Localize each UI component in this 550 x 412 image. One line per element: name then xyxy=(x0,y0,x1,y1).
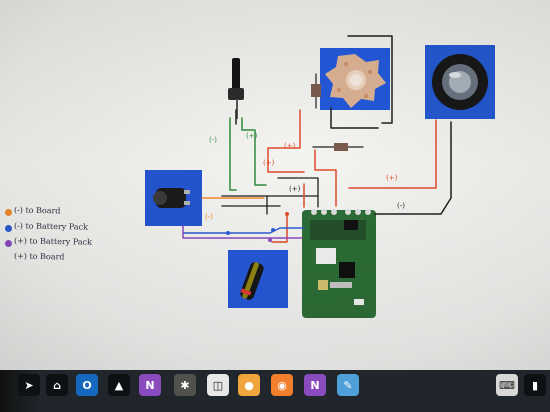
game-icon: ✱ xyxy=(180,378,190,392)
legend-item-2: (-) to Battery Pack xyxy=(13,221,88,232)
taskbar-home[interactable]: ⌂ xyxy=(46,374,68,396)
barrel-jack xyxy=(145,170,202,226)
label-orange-minus: (-) xyxy=(205,213,213,221)
paint-icon: ✎ xyxy=(343,378,353,392)
media-icon: ◫ xyxy=(212,378,224,392)
taskbar-disc[interactable]: ● xyxy=(238,374,260,396)
onenote-icon: N xyxy=(145,378,155,392)
label-red-plus-mid: (+) xyxy=(263,159,275,167)
outlook-icon: O xyxy=(82,378,92,392)
legend-item-3: (+) to Battery Pack xyxy=(13,236,92,247)
firefox-icon: ◉ xyxy=(277,378,287,392)
disc-icon: ● xyxy=(244,378,254,392)
label-plus-mid: (+) xyxy=(289,185,301,193)
led-star-board xyxy=(320,48,390,110)
label-green-plus: (+) xyxy=(246,132,258,140)
taskbar-keyboard[interactable]: ⌨ xyxy=(496,374,518,396)
label-red-plus-top: (+) xyxy=(284,142,296,150)
signal-icon: ▮ xyxy=(531,378,539,392)
wire-labels: (-) (+) (+) (+) (+) (-) (+) (-) xyxy=(205,132,405,221)
drawing-canvas: (-) (+) (+) (+) (+) (-) (+) (-) (-) to B… xyxy=(0,0,550,370)
controller-board xyxy=(302,209,376,318)
label-green-minus: (-) xyxy=(209,136,217,144)
wiring-diagram: (-) (+) (+) (+) (+) (-) (+) (-) xyxy=(145,35,495,318)
taskbar-onenote-2[interactable]: N xyxy=(304,374,326,396)
taskbar-firefox[interactable]: ◉ xyxy=(271,374,293,396)
cursor-icon: ➤ xyxy=(24,378,34,392)
label-black-minus-right: (-) xyxy=(397,202,405,210)
taskbar-chart[interactable]: ▲ xyxy=(108,374,130,396)
taskbar-onenote[interactable]: N xyxy=(139,374,161,396)
wires xyxy=(182,35,452,243)
speaker xyxy=(425,45,495,119)
legend-dot-purple xyxy=(5,240,12,247)
taskbar-signal[interactable]: ▮ xyxy=(524,374,546,396)
taskbar-game[interactable]: ✱ xyxy=(174,374,196,396)
taskbar-media[interactable]: ◫ xyxy=(207,374,229,396)
chart-icon: ▲ xyxy=(114,378,124,392)
battery xyxy=(228,250,288,308)
home-icon: ⌂ xyxy=(53,378,61,392)
legend-dot-orange xyxy=(5,209,12,216)
legend-dot-blue xyxy=(5,225,12,232)
potentiometer xyxy=(228,58,244,119)
taskbar-outlook[interactable]: O xyxy=(76,374,98,396)
label-red-plus-right: (+) xyxy=(386,174,398,182)
keyboard-icon: ⌨ xyxy=(499,378,515,392)
taskbar-paint[interactable]: ✎ xyxy=(337,374,359,396)
legend-item-1: (-) to Board xyxy=(13,205,61,216)
onenote-icon: N xyxy=(310,378,320,392)
legend-item-4: (+) to Board xyxy=(13,251,65,262)
taskbar-cursor[interactable]: ➤ xyxy=(18,374,40,396)
